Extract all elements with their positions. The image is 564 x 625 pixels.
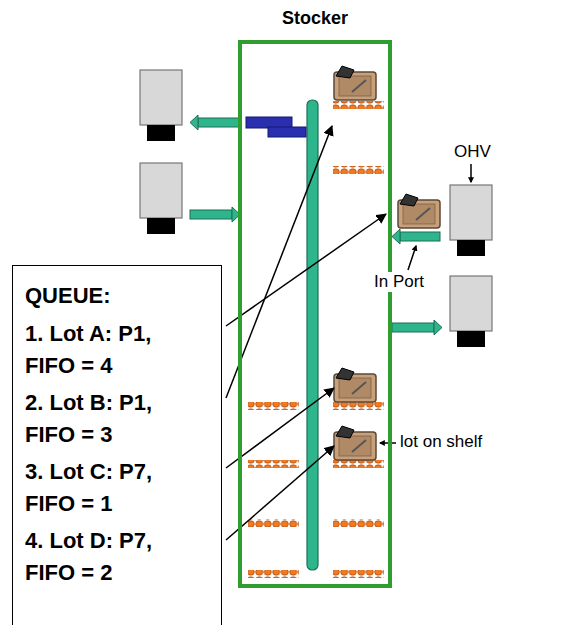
- stocker-housing: Stocker: [238, 40, 392, 588]
- ports: [190, 115, 442, 335]
- robot-arm: [268, 127, 306, 137]
- lot: [334, 66, 376, 100]
- ohv-vehicle: [140, 163, 182, 234]
- shelves: [248, 101, 384, 578]
- ohv-vehicle: [140, 70, 182, 141]
- lot: [334, 368, 376, 402]
- queue-entry: 1. Lot A: P1, FIFO = 4: [25, 318, 200, 382]
- lot: [398, 194, 440, 228]
- heading: Stocker: [242, 8, 388, 29]
- queue-entry: 4. Lot D: P7, FIFO = 2: [25, 525, 200, 589]
- ohv-vehicle: [450, 276, 492, 347]
- leader-arrows: [226, 126, 386, 540]
- rail: [307, 100, 318, 570]
- queue-entry: 3. Lot C: P7, FIFO = 1: [25, 456, 200, 520]
- queue-entry: 2. Lot B: P1, FIFO = 3: [25, 387, 200, 451]
- ohv-vehicle: [450, 185, 492, 256]
- port-label: In Port: [372, 272, 426, 292]
- label-pointers: [380, 164, 471, 443]
- robot-arm: [246, 117, 292, 128]
- shelf-label: lot on shelf: [398, 432, 484, 452]
- vehicle-label: OHV: [452, 142, 493, 162]
- lot: [334, 426, 376, 460]
- heading: QUEUE:: [25, 280, 200, 312]
- queue-box: QUEUE: 1. Lot A: P1, FIFO = 42. Lot B: P1…: [12, 265, 222, 625]
